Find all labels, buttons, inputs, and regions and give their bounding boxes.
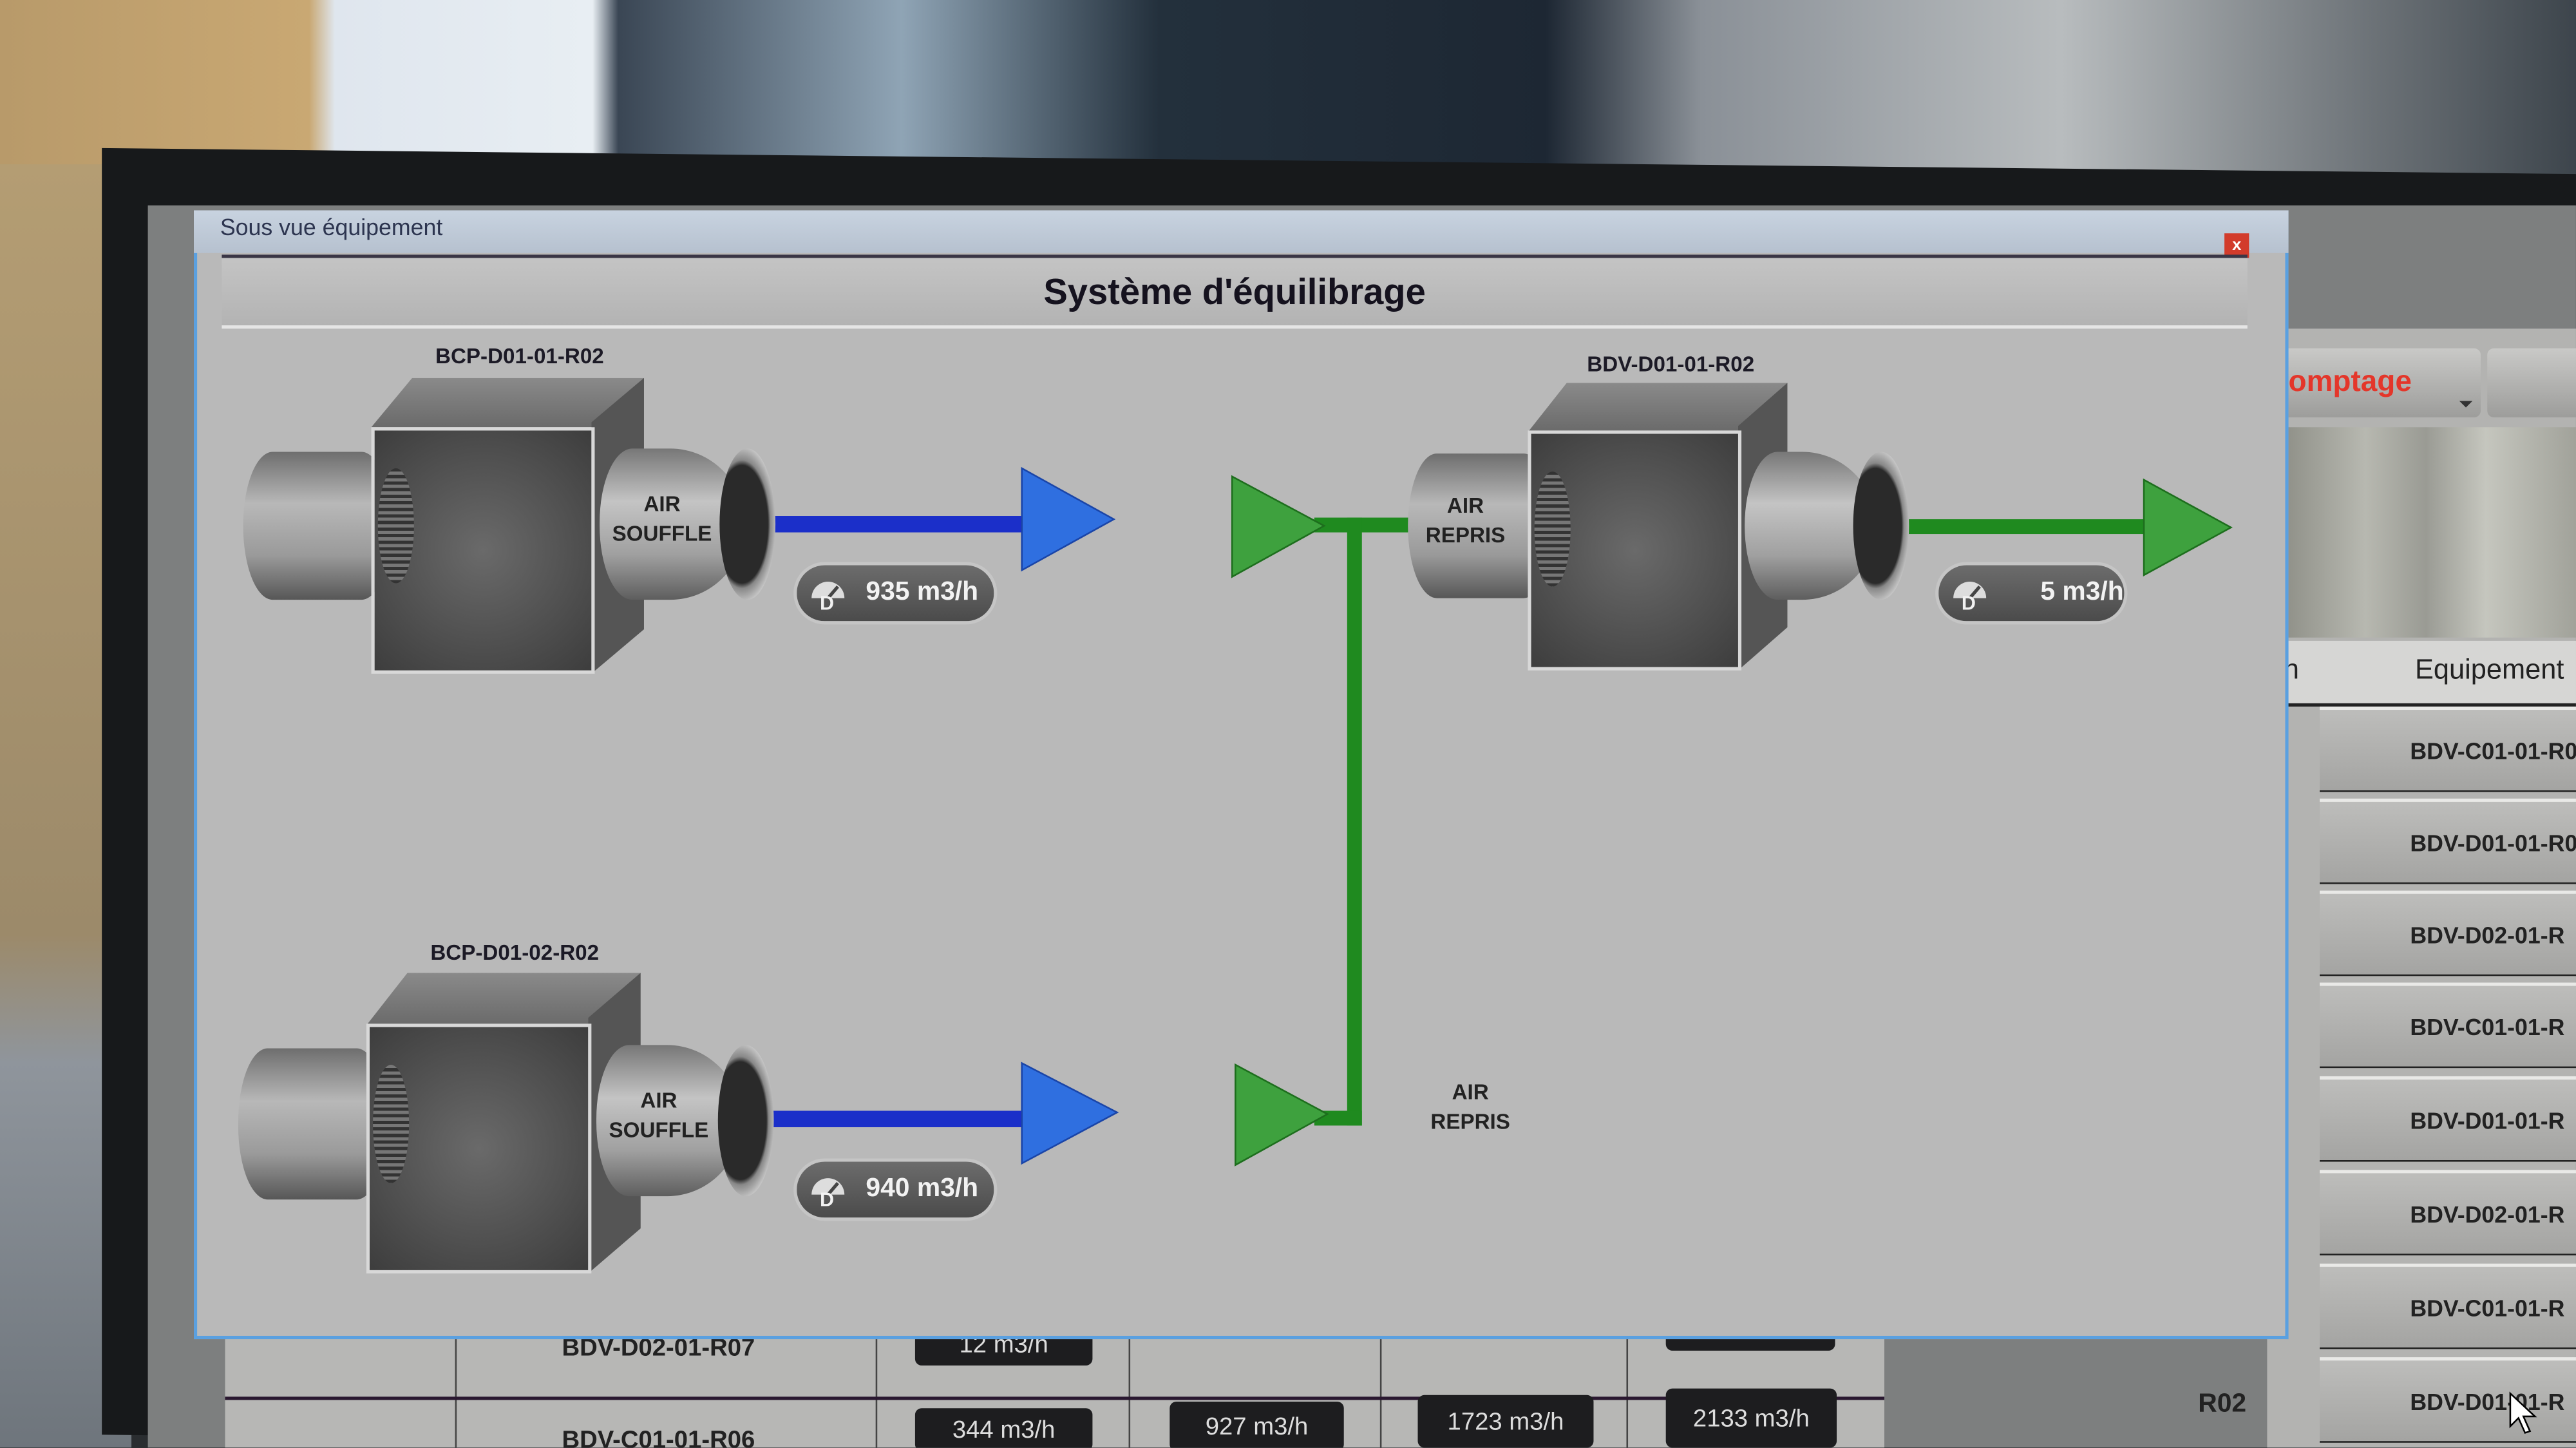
exhaust-arrow-icon <box>2143 478 2233 577</box>
unit-label: BCP-D01-02-R02 <box>430 940 600 965</box>
building-photo <box>2275 427 2576 638</box>
equipment-row[interactable]: BDV-C01-01-R <box>2320 982 2576 1069</box>
dialog-title: Sous vue équipement <box>220 213 443 240</box>
unit-label: BCP-D01-01-R02 <box>435 343 604 368</box>
supply-duct-line <box>728 1110 1027 1127</box>
flow-value: 940 m3/h <box>866 1174 979 1203</box>
flow-value: 5 m3/h <box>2040 578 2124 607</box>
unit-label: BDV-D01-01-R02 <box>1587 351 1755 377</box>
flow-value: 1723 m3/h <box>1417 1395 1594 1448</box>
equipment-row[interactable]: BDV-C01-01-R0 <box>2320 706 2576 792</box>
equipment-row[interactable]: BDV-D02-01-R <box>2320 1170 2576 1255</box>
grille-icon <box>373 1065 410 1183</box>
comptage-dropdown[interactable] <box>2275 348 2481 417</box>
gauge-icon: D <box>807 572 849 614</box>
flow-value: 344 m3/h <box>914 1408 1093 1448</box>
flow-badge: D 5 m3/h <box>1935 562 2128 625</box>
equipment-row[interactable]: BDV-C01-01-R <box>2320 1263 2576 1349</box>
flow-value: 935 m3/h <box>866 578 979 607</box>
row-equipment[interactable]: BDV-C01-01-R06 <box>562 1426 755 1448</box>
column-header-equipment[interactable]: Equipement <box>2414 654 2564 685</box>
gauge-icon: D <box>807 1168 849 1211</box>
grille-icon <box>377 468 414 584</box>
supply-arrow-icon <box>1021 466 1116 572</box>
flow-value: 927 m3/h <box>1170 1402 1344 1448</box>
page-title: Système d'équilibrage <box>222 254 2248 329</box>
next-tab-button[interactable] <box>2487 348 2576 417</box>
flow-badge: D 935 m3/h <box>793 562 998 625</box>
flow-badge: D 940 m3/h <box>793 1158 998 1221</box>
chevron-down-icon <box>2459 401 2473 408</box>
equipment-row[interactable]: BDV-D01-01-R <box>2320 1357 2576 1443</box>
inlet-duct <box>238 1048 386 1200</box>
mouse-cursor-icon <box>2509 1391 2537 1434</box>
comptage-label: Comptage <box>2267 365 2412 398</box>
grille-icon <box>1534 472 1571 587</box>
equipment-row[interactable]: BDV-D02-01-R <box>2320 890 2576 976</box>
equipment-row[interactable]: BDV-D01-01-R0 <box>2320 798 2576 884</box>
flow-value: 2133 m3/h <box>1665 1388 1837 1448</box>
inlet-duct <box>243 452 392 600</box>
return-arrow-icon <box>1231 475 1326 578</box>
supply-duct-line <box>728 516 1027 533</box>
return-arrow-icon <box>1235 1063 1329 1167</box>
close-button[interactable]: x <box>2224 233 2249 258</box>
equipment-row[interactable]: BDV-D01-01-R <box>2320 1076 2576 1162</box>
table-header: n Equipement <box>2275 640 2576 707</box>
supply-arrow-icon <box>1021 1062 1119 1165</box>
r-label: R02 <box>2198 1390 2247 1418</box>
exhaust-duct-line <box>1870 519 2152 535</box>
background-windows <box>0 0 2576 181</box>
return-duct-line <box>1347 517 1362 1126</box>
dialog-titlebar[interactable] <box>194 210 2289 253</box>
gauge-icon: D <box>1948 572 1991 614</box>
